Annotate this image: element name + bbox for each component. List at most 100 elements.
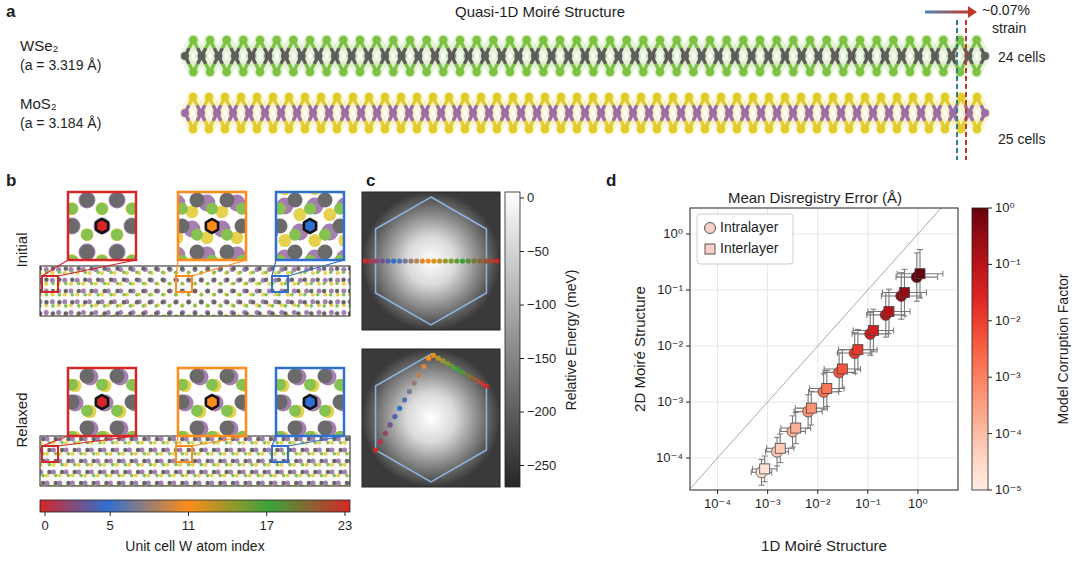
atom-lattice xyxy=(129,304,133,308)
atom-lattice xyxy=(218,303,222,307)
chalcogen-atom xyxy=(493,93,501,101)
chalcogen-atom xyxy=(306,36,314,44)
atom-lattice xyxy=(270,311,274,315)
metal-atom xyxy=(229,109,237,117)
atom-lattice xyxy=(280,282,284,286)
chalcogen-atom xyxy=(289,68,297,76)
metal-atom xyxy=(731,52,739,60)
chalcogen-atom xyxy=(637,93,645,101)
chalcogen-atom xyxy=(456,68,464,76)
metal-atom xyxy=(565,109,573,117)
chalcogen-atom xyxy=(893,125,901,133)
atom-lattice xyxy=(102,289,106,293)
chalcogen-atom xyxy=(689,36,697,44)
atom-lattice xyxy=(142,304,146,308)
atom-lattice xyxy=(199,278,203,282)
chalcogen-atom xyxy=(756,68,764,76)
atom-lattice xyxy=(180,304,184,308)
strain-arrow xyxy=(925,6,977,18)
atom-lattice xyxy=(219,304,223,308)
chalcogen-atom xyxy=(669,125,677,133)
atom-lattice xyxy=(290,293,294,297)
chalcogen-atom xyxy=(701,125,709,133)
chalcogen-atom xyxy=(925,93,933,101)
chalcogen-atom xyxy=(639,68,647,76)
atom-lattice xyxy=(122,300,126,304)
atom-lattice xyxy=(88,271,92,275)
atom-lattice xyxy=(277,271,281,275)
chalcogen-atom xyxy=(605,125,613,133)
atom-lattice xyxy=(329,293,333,297)
metal-atom xyxy=(677,109,685,117)
chalcogen-atom xyxy=(689,68,697,76)
metal-atom xyxy=(764,52,772,60)
chalcogen-atom xyxy=(461,125,469,133)
atom-lattice xyxy=(187,293,191,297)
metal-atom xyxy=(805,109,813,117)
atom-lattice xyxy=(251,271,255,275)
atom-lattice xyxy=(213,293,217,297)
atom-lattice xyxy=(199,299,204,304)
chalcogen-atom xyxy=(406,68,414,76)
metal-atom xyxy=(501,109,509,117)
chalcogen-atom xyxy=(322,68,330,76)
atom-lattice xyxy=(304,289,309,294)
metal-atom xyxy=(898,52,906,60)
chalcogen-atom xyxy=(306,68,314,76)
chalcogen-atom xyxy=(365,125,373,133)
atom-lattice xyxy=(193,266,197,270)
chalcogen-atom xyxy=(706,68,714,76)
atom-lattice xyxy=(323,299,328,304)
atom-lattice xyxy=(174,293,178,297)
chalcogen-atom xyxy=(222,36,230,44)
atom-lattice xyxy=(296,289,300,293)
atom-lattice xyxy=(225,278,229,282)
atom-lattice xyxy=(64,289,68,293)
chalcogen-atom xyxy=(272,68,280,76)
atom-lattice xyxy=(316,293,320,297)
atom-lattice xyxy=(83,293,87,297)
chalcogen-atom xyxy=(797,125,805,133)
bond-glow xyxy=(185,97,985,129)
metal-atom xyxy=(981,52,989,60)
metal-atom xyxy=(453,109,461,117)
chalcogen-atom xyxy=(289,36,297,44)
atom-lattice xyxy=(329,310,334,315)
chalcogen-atom xyxy=(922,36,930,44)
atom-lattice xyxy=(109,293,113,297)
chalcogen-atom xyxy=(922,68,930,76)
atom-lattice xyxy=(161,271,165,275)
atom-lattice xyxy=(162,299,167,304)
atom-lattice xyxy=(115,311,119,315)
metal-atom xyxy=(309,109,317,117)
atom-lattice xyxy=(274,271,278,275)
atom-lattice xyxy=(193,303,197,307)
atom-lattice xyxy=(286,293,290,297)
metal-atom xyxy=(564,52,572,60)
chalcogen-atom xyxy=(372,68,380,76)
atom-lattice xyxy=(50,293,54,297)
chalcogen-atom xyxy=(572,36,580,44)
chalcogen-atom xyxy=(589,125,597,133)
metal-atom xyxy=(881,52,889,60)
atom-lattice xyxy=(245,304,249,308)
chalcogen-atom xyxy=(189,68,197,76)
atom-lattice xyxy=(238,271,242,275)
zoom-inset xyxy=(58,260,136,276)
atom-lattice xyxy=(211,299,216,304)
atom-lattice xyxy=(135,300,139,304)
atom-lattice xyxy=(161,278,165,282)
atom-lattice xyxy=(219,311,223,315)
atom-lattice xyxy=(141,311,145,315)
atom-lattice xyxy=(70,293,74,297)
chalcogen-atom xyxy=(573,125,581,133)
chalcogen-atom xyxy=(349,125,357,133)
chalcogen-atom xyxy=(406,36,414,44)
metal-atom xyxy=(885,109,893,117)
metal-atom xyxy=(831,52,839,60)
atom-lattice xyxy=(180,311,184,315)
chalcogen-atom xyxy=(756,36,764,44)
chalcogen-atom xyxy=(285,125,293,133)
atom-lattice xyxy=(44,278,48,282)
atom-lattice xyxy=(168,289,173,294)
